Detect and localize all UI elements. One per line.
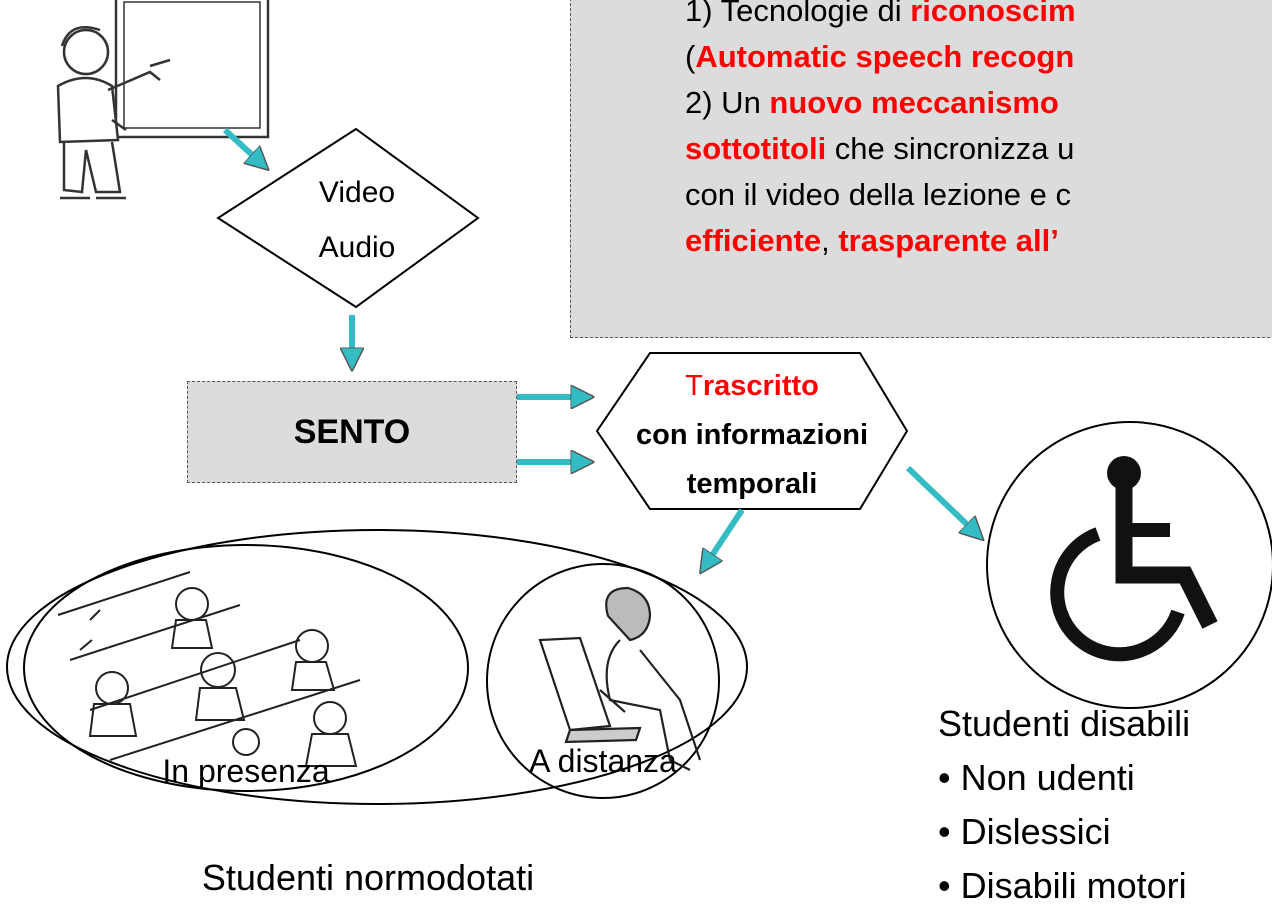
info-line-3: 2) Un nuovo meccanismo [685, 85, 1059, 120]
info-line-2: (Automatic speech recogn [685, 39, 1075, 74]
arrow-hexagon-to-distanza [705, 508, 745, 566]
trascritto-hexagon [595, 352, 909, 510]
info-line-1: 1) Tecnologie di riconoscim [685, 0, 1076, 28]
a-distanza-oval [486, 563, 720, 799]
in-presenza-label: In presenza [162, 753, 329, 789]
a-distanza-label: A distanza [529, 743, 677, 779]
in-presenza-oval [23, 544, 469, 792]
info-text: 1) Tecnologie di riconoscim (Automatic s… [685, 0, 1272, 264]
arrows [222, 127, 977, 566]
disabili-item-non-udenti: • Non udenti [938, 757, 1135, 798]
trascritto-title: Trascritto [685, 370, 819, 402]
info-line-4: sottotitoli che sincronizza u [685, 131, 1075, 166]
trascritto-first-letter: T [685, 370, 703, 402]
remote-student-icon [538, 586, 702, 771]
normodotati-outer-oval [6, 529, 748, 805]
trascritto-rest: rascritto [703, 370, 819, 402]
studenti-disabili-title: Studenti disabili [938, 703, 1190, 744]
info-line-6: efficiente, trasparente all’ [685, 223, 1059, 258]
disabili-item-motori: • Disabili motori [938, 865, 1187, 906]
trascritto-line2: con informazioni [636, 419, 868, 451]
arrow-hexagon-to-wheelchair [905, 465, 977, 534]
audio-label: Audio [319, 231, 396, 264]
classroom-students-icon [57, 571, 361, 767]
sento-label: SENTO [293, 412, 411, 451]
arrow-teacher-to-diamond [222, 127, 262, 164]
trascritto-line3: temporali [687, 468, 818, 500]
info-box [570, 0, 1272, 338]
info-line-5: con il video della lezione e c [685, 177, 1072, 212]
disabili-item-dislessici: • Dislessici [938, 811, 1111, 852]
wheelchair-icon [1050, 456, 1218, 662]
video-audio-diamond [216, 127, 480, 309]
studenti-normodotati-label: Studenti normodotati [202, 857, 534, 898]
teacher-icon [56, 0, 270, 200]
sento-box: SENTO [187, 381, 517, 483]
video-label: Video [319, 176, 395, 209]
